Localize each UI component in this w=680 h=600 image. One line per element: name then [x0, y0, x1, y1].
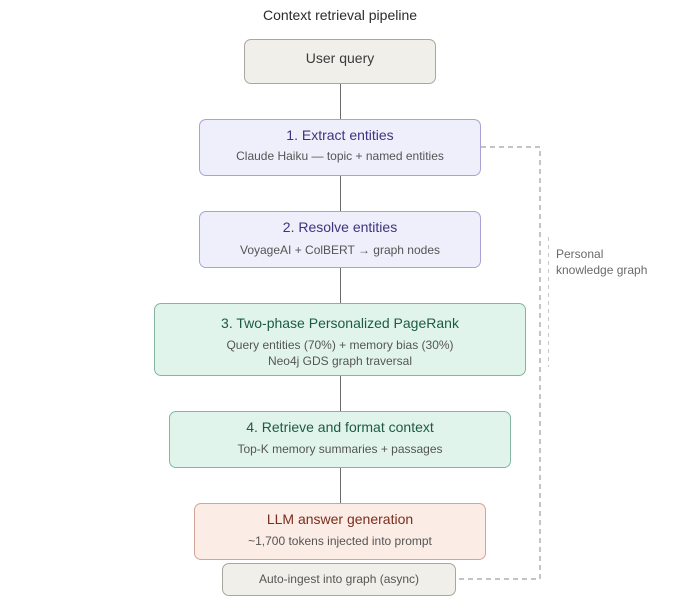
node-resolve-entities: 2. Resolve entities VoyageAI + ColBERT →… — [199, 211, 481, 268]
node-detail: Neo4j GDS graph traversal — [267, 354, 413, 368]
node-auto-ingest: Auto-ingest into graph (async) — [222, 563, 456, 596]
side-label-line: knowledge graph — [556, 263, 648, 277]
node-label: 1. Extract entities — [286, 127, 394, 143]
node-label: User query — [305, 50, 375, 66]
node-label: 4. Retrieve and format context — [246, 419, 434, 435]
node-detail: ~1,700 tokens injected into prompt — [248, 534, 432, 548]
connector-pagerank-retrieve — [340, 376, 341, 411]
node-extract-entities: 1. Extract entities Claude Haiku — topic… — [199, 119, 481, 176]
node-pagerank: 3. Two-phase Personalized PageRank Query… — [154, 303, 526, 376]
node-label: LLM answer generation — [266, 511, 414, 527]
diagram-title: Context retrieval pipeline — [262, 7, 418, 23]
dashed-feedback-line — [456, 146, 541, 580]
node-detail: VoyageAI + ColBERT → graph nodes — [239, 243, 440, 257]
node-user-query: User query — [244, 39, 436, 84]
node-label: 2. Resolve entities — [282, 219, 398, 235]
connector-extract-resolve — [340, 176, 341, 211]
node-detail: Claude Haiku — topic + named entities — [236, 149, 444, 163]
connector-resolve-pagerank — [340, 268, 341, 303]
node-llm-generation: LLM answer generation ~1,700 tokens inje… — [194, 503, 486, 560]
node-retrieve-context: 4. Retrieve and format context Top-K mem… — [169, 411, 511, 468]
connector-query-extract — [340, 84, 341, 119]
side-label-line: Personal — [556, 247, 604, 261]
node-label: Auto-ingest into graph (async) — [258, 572, 420, 586]
connector-retrieve-llm — [340, 468, 341, 503]
node-label: 3. Two-phase Personalized PageRank — [221, 315, 459, 331]
knowledge-graph-label: Personal knowledge graph — [556, 246, 647, 278]
node-detail: Query entities (70%) + memory bias (30%) — [226, 338, 454, 352]
node-detail: Top-K memory summaries + passages — [237, 442, 443, 456]
